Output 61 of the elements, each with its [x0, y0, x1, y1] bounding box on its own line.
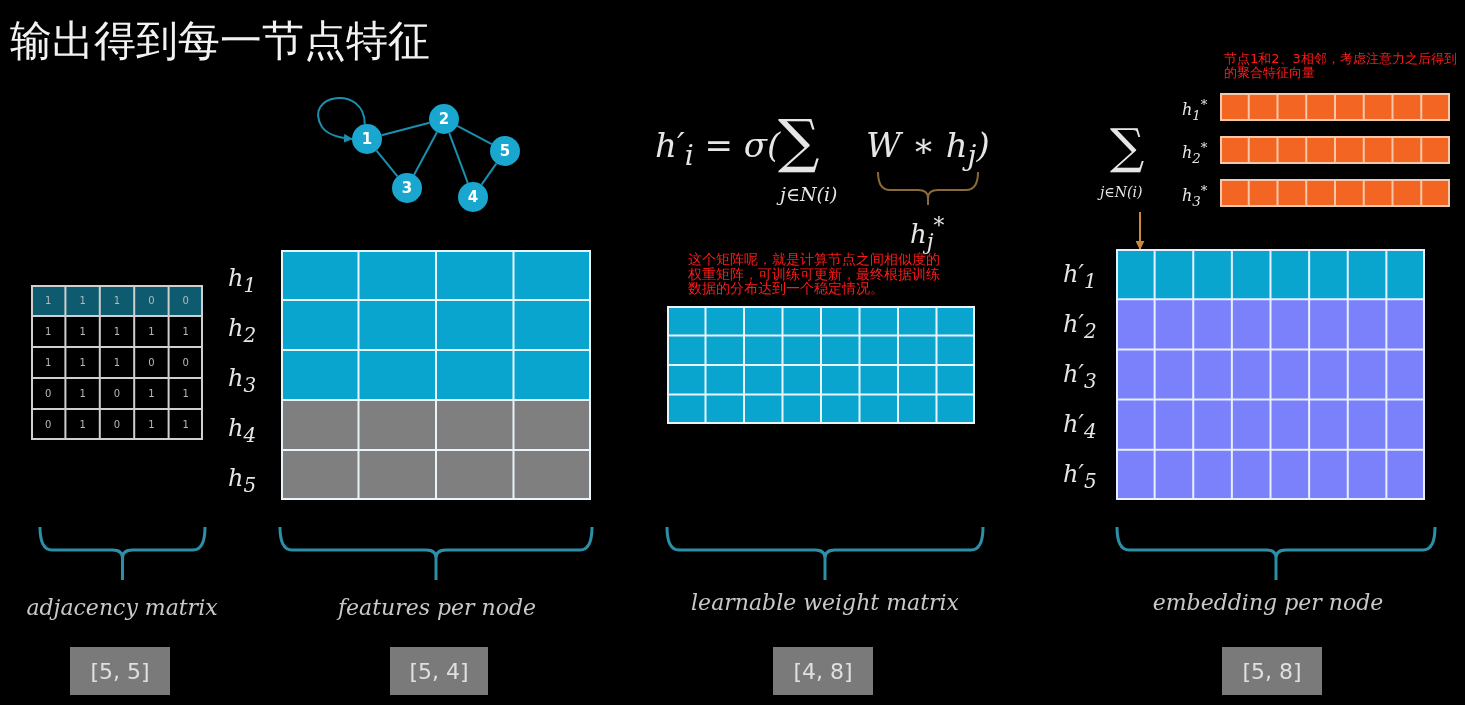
graph-edge [448, 132, 469, 184]
matrix-entry: 1 [182, 326, 189, 337]
matrix-entry: 1 [79, 419, 86, 430]
arrow [317, 97, 366, 143]
matrix-entry: 0 [148, 295, 155, 306]
matrix-entry: 1 [45, 357, 52, 368]
row-label: h$_{1}$ [228, 266, 257, 295]
shape-label: [5, 4] [390, 647, 488, 695]
graph-edge [456, 124, 493, 146]
matrix-entry: 1 [45, 326, 52, 337]
matrix-entry: 1 [79, 388, 86, 399]
graph-node: 1 [352, 124, 382, 154]
matrix-entry: 1 [79, 326, 86, 337]
caption: adjacency matrix [26, 597, 218, 619]
matrix-entry: 0 [182, 295, 189, 306]
shape-label: [5, 5] [70, 647, 170, 695]
shape-label: [4, 8] [773, 647, 873, 695]
matrix-entry: 1 [79, 295, 86, 306]
row-label: h$_{4}$ [228, 416, 257, 445]
annotation: 这个矩阵呢，就是计算节点之间相似度的权重矩阵，可训练可更新，最终根据训练数据的分布达到一个稳定情况。 [688, 252, 941, 297]
matrix-entry: 0 [45, 388, 52, 399]
matrix-entry: 1 [113, 357, 121, 368]
matrix-entry: 0 [113, 419, 121, 430]
graph-edge [480, 162, 498, 186]
arrow [1135, 211, 1145, 250]
matrix-entry: 1 [148, 419, 155, 430]
row-label: h′$_{3}$ [1063, 362, 1097, 391]
graph-node: 3 [392, 173, 422, 203]
title: 输出得到每一节点特征 [10, 18, 430, 65]
row-label: h$_{3}$ [228, 366, 257, 395]
row-label: h$_{5}$ [228, 466, 257, 495]
matrix-entry: 0 [113, 388, 121, 399]
caption: learnable weight matrix [691, 592, 959, 614]
matrix-entry: 1 [113, 295, 121, 306]
shape-label: [5, 8] [1222, 647, 1322, 695]
matrix-entry: 1 [45, 295, 52, 306]
graph-node: 4 [458, 182, 488, 212]
caption: embedding per node [1152, 592, 1384, 614]
matrix-entry: 0 [45, 419, 52, 430]
matrix-entry: 1 [182, 388, 189, 399]
matrix-entry: 0 [148, 357, 155, 368]
graph-edge [413, 131, 438, 176]
embedding-matrix [1116, 249, 1425, 500]
graph-edge [380, 121, 431, 137]
matrix-entry: 1 [79, 357, 86, 368]
row-label: h$_{2}$ [228, 316, 257, 345]
row-label: h′$_{2}$ [1063, 312, 1097, 341]
matrix-entry: 1 [113, 326, 121, 337]
annotation: 节点1和2、3相邻，考虑注意力之后得到的聚合特征向量 [1224, 52, 1458, 80]
row-label: h′$_{4}$ [1063, 412, 1097, 441]
row-label: h′$_{5}$ [1063, 462, 1097, 491]
row-label: h′$_{1}$ [1063, 262, 1097, 291]
matrix-entry: 1 [148, 388, 155, 399]
matrix-entry: 1 [182, 419, 189, 430]
graph-edge [375, 149, 399, 178]
graph-node: 5 [490, 136, 520, 166]
matrix-entry: 0 [182, 357, 189, 368]
formula: W ∗ h$_{j}$) [866, 128, 990, 171]
matrix-entry: 1 [148, 326, 155, 337]
graph-node: 2 [429, 104, 459, 134]
caption: features per node [337, 597, 537, 619]
